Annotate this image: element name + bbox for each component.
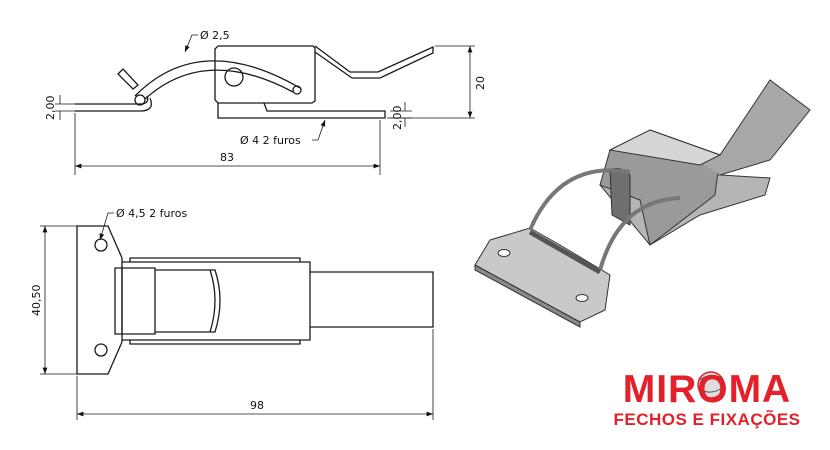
side-view: Ø 2,5 Ø 4 2 furos 83 20 2,00 2,00: [44, 29, 487, 175]
height-20-label: 20: [474, 76, 487, 90]
width-40-50-label: 40,50: [30, 285, 43, 317]
isometric-latch-render: [474, 79, 811, 328]
logo-name: MIROMA: [622, 368, 792, 411]
length-98-label: 98: [250, 399, 264, 412]
wire-diameter-label: Ø 2,5: [200, 29, 230, 42]
top-view: Ø 4,5 2 furos 98 40,50: [30, 207, 434, 420]
thickness-right-label: 2,00: [391, 106, 404, 131]
miroma-logo: MIROMA FECHOS E FIXAÇÕES: [612, 370, 802, 430]
logo-globe-icon: [697, 371, 725, 399]
logo-tagline: FECHOS E FIXAÇÕES: [613, 410, 801, 429]
side-holes-label: Ø 4 2 furos: [240, 134, 301, 147]
thickness-left-label: 2,00: [44, 96, 57, 121]
top-holes-label: Ø 4,5 2 furos: [116, 207, 187, 220]
length-83-label: 83: [220, 151, 234, 164]
